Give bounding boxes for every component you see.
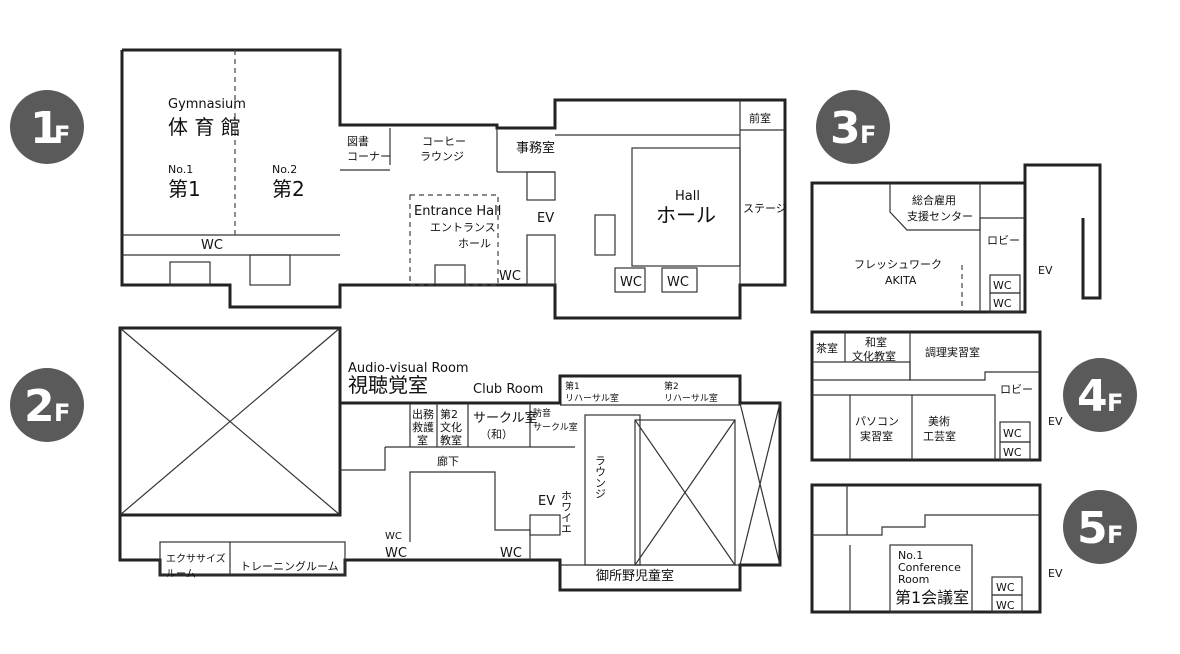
room-label: AKITA xyxy=(885,274,917,287)
room-label: 出務 xyxy=(412,407,434,421)
room-label: ホワイエ xyxy=(560,490,573,534)
room-label: 第1会議室 xyxy=(895,588,969,607)
room-label: ロビー xyxy=(987,234,1020,247)
room-label: WC xyxy=(1003,446,1022,459)
room-label: 事務室 xyxy=(516,140,555,156)
room-label: 室 xyxy=(417,433,428,447)
room-label: （和） xyxy=(480,428,513,441)
room-label: コーヒー xyxy=(422,135,466,148)
room-label: サークル室 xyxy=(473,410,538,426)
room-label: EV xyxy=(538,494,555,509)
room-label: WC xyxy=(996,581,1015,594)
room-label: WC xyxy=(1003,427,1022,440)
room-label: 1 xyxy=(30,103,61,154)
room-label: Conference xyxy=(898,561,961,574)
room-label: Hall xyxy=(675,189,700,204)
room-label: パソコン xyxy=(855,415,899,428)
room-label: 実習室 xyxy=(860,429,893,443)
room-label: ホール xyxy=(656,203,716,227)
room-label: 視聴覚室 xyxy=(348,373,428,397)
room-label: Gymnasium xyxy=(168,97,246,112)
room-label: 3 xyxy=(830,103,861,154)
room-label: 体 育 館 xyxy=(168,115,241,139)
room-label: Audio-visual Room xyxy=(348,361,469,376)
room-label: 支援センター xyxy=(907,209,973,223)
room-label: WC xyxy=(499,269,521,284)
room-label: 総合雇用 xyxy=(912,193,956,207)
room-label: 調理実習室 xyxy=(925,345,980,359)
room-label: 図書 xyxy=(347,134,369,148)
room-label: 工芸室 xyxy=(923,429,956,443)
room-label: ラウンジ xyxy=(420,150,464,163)
room-label: 前室 xyxy=(749,111,771,125)
floor-badge-2f: 2 F xyxy=(10,368,84,442)
room-label: 和室 xyxy=(865,335,887,349)
room-label: 救護 xyxy=(412,420,434,434)
room-label: ルーム xyxy=(166,568,196,580)
room-label: 第1 xyxy=(168,177,201,201)
room-label: Room xyxy=(898,573,929,586)
room-label: F xyxy=(1107,389,1123,417)
room-label: F xyxy=(1107,521,1123,549)
room-label: EV xyxy=(1048,567,1063,580)
floor-badge-5f: 5 F xyxy=(1063,490,1137,564)
room-label: 5 xyxy=(1077,503,1108,554)
floor-badge-3f: 3 F xyxy=(816,90,890,164)
room-label: リハーサル室 xyxy=(565,392,619,404)
room-label: 文化教室 xyxy=(852,349,896,363)
room-label: 第2 xyxy=(272,177,305,201)
room-label: ラウンジ xyxy=(594,455,607,499)
room-label: ステージ xyxy=(743,202,787,215)
room-label: 4 xyxy=(1077,371,1108,422)
room-label: ロビー xyxy=(1000,383,1033,396)
floor-3f-plan: 総合雇用 支援センター フレッシュワーク AKITA ロビー EV WC WC xyxy=(810,163,1102,314)
room-label: No.1 xyxy=(168,163,193,176)
room-label: ホール xyxy=(458,237,491,250)
room-label: リハーサル室 xyxy=(664,392,718,404)
room-label: 2 xyxy=(24,381,55,432)
room-label: 文化 xyxy=(440,420,462,434)
floor-5f-plan: No.1 Conference Room 第1会議室 EV WC WC xyxy=(810,483,1063,614)
floor-2f-plan: Audio-visual Room 視聴覚室 Club Room 出務 救護 室… xyxy=(118,326,782,592)
room-label: 廊下 xyxy=(437,454,459,468)
room-label: WC xyxy=(996,599,1015,612)
room-label: エクササイズ xyxy=(166,552,226,565)
room-label: No.2 xyxy=(272,163,297,176)
room-label: フレッシュワーク xyxy=(854,258,942,271)
floor-4f-plan: 茶室 和室 文化教室 調理実習室 ロビー パソコン 実習室 美術 工芸室 EV … xyxy=(810,330,1063,462)
room-label: WC xyxy=(667,275,689,290)
room-label: Entrance Hall xyxy=(414,204,501,219)
floor-badge-4f: 4 F xyxy=(1063,358,1137,432)
floor-1f-plan: Gymnasium 体 育 館 No.1 第1 No.2 第2 WC 図書 コー… xyxy=(120,48,787,320)
room-label: 御所野児童室 xyxy=(596,568,674,584)
room-label: エントランス xyxy=(430,221,496,234)
room-label: WC xyxy=(201,238,223,253)
room-label: WC xyxy=(620,275,642,290)
room-label: 第1 xyxy=(565,380,580,392)
room-label: Club Room xyxy=(473,382,543,397)
room-label: 教室 xyxy=(440,433,462,447)
room-label: EV xyxy=(1038,264,1053,277)
room-label: 第2 xyxy=(440,407,458,421)
room-label: コーナー xyxy=(347,150,391,163)
room-label: WC xyxy=(993,297,1012,310)
room-label: サークル室 xyxy=(533,421,578,433)
room-label: EV xyxy=(537,211,554,226)
room-label: F xyxy=(860,121,876,149)
room-label: WC xyxy=(385,546,407,561)
room-label: WC xyxy=(500,546,522,561)
room-label: No.1 xyxy=(898,549,923,562)
room-label: F xyxy=(54,121,70,149)
room-label: 茶室 xyxy=(816,341,838,355)
room-label: トレーニングルーム xyxy=(240,559,339,573)
room-label: F xyxy=(54,399,70,427)
room-label: EV xyxy=(1048,415,1063,428)
room-label: 美術 xyxy=(928,415,950,428)
floor-badge-1f: 1 F xyxy=(10,90,84,164)
room-label: WC xyxy=(993,279,1012,292)
room-label: 第2 xyxy=(664,380,679,392)
room-label: 防音 xyxy=(533,407,551,419)
room-label: WC xyxy=(385,531,402,542)
